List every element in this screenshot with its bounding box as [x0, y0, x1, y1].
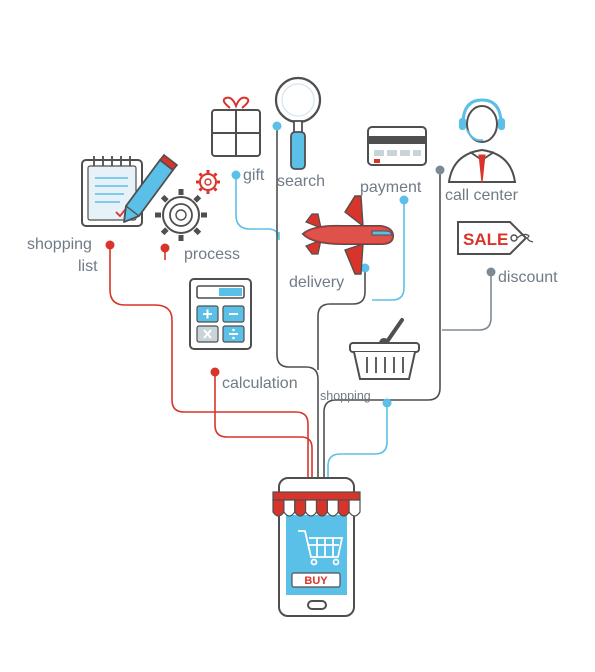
magnifier-icon: [274, 76, 322, 170]
airplane-icon: [301, 195, 395, 275]
gift-box-icon: [211, 96, 261, 157]
connector-lines: [109, 126, 492, 478]
connector-calculation: [214, 372, 313, 478]
connector-search: [276, 126, 319, 478]
dot-call-center: [435, 165, 445, 175]
label-process: process: [184, 246, 240, 263]
connector-shopping: [327, 403, 388, 478]
buy-label: BUY: [304, 575, 328, 587]
dot-shopping-list: [105, 240, 115, 250]
connector-discount: [442, 272, 492, 331]
sale-label: SALE: [463, 230, 508, 249]
buy-button[interactable]: BUY: [291, 572, 341, 588]
connector-shopping-list: [109, 245, 309, 478]
dot-gift: [231, 170, 241, 180]
sale-tag-icon: SALE: [457, 221, 534, 255]
shopping-cart-icon: [298, 530, 344, 566]
dot-search: [272, 121, 282, 131]
home-button[interactable]: [307, 600, 327, 610]
store-awning: [272, 491, 361, 517]
label-payment: payment: [360, 179, 422, 196]
dot-process: [160, 243, 170, 253]
gear-icon: [155, 189, 207, 241]
connector-delivery: [317, 268, 366, 370]
credit-card-icon: [367, 126, 427, 166]
label-calculation: calculation: [222, 375, 298, 392]
label-gift: gift: [243, 167, 265, 184]
dot-delivery: [360, 263, 370, 273]
connector-dots: [105, 121, 496, 408]
label-search: search: [277, 173, 325, 190]
label-shopping-small: shopping: [320, 389, 371, 403]
label-discount: discount: [498, 269, 558, 286]
small-gear-icon: [196, 170, 220, 194]
dot-payment: [399, 195, 409, 205]
connector-payment: [372, 200, 405, 301]
label-call-center: call center: [445, 187, 519, 204]
dot-discount: [486, 267, 496, 277]
label-delivery: delivery: [289, 274, 344, 291]
call-center-agent-icon: [447, 98, 517, 184]
connector-gift: [235, 175, 280, 241]
dot-shopping: [382, 398, 392, 408]
calculator-icon: [189, 278, 252, 350]
smartphone: BUY: [272, 477, 361, 617]
dot-calculation: [210, 367, 220, 377]
pencil-icon: [123, 153, 179, 223]
connector-call-center: [323, 170, 441, 478]
basket-icon: [349, 318, 420, 380]
